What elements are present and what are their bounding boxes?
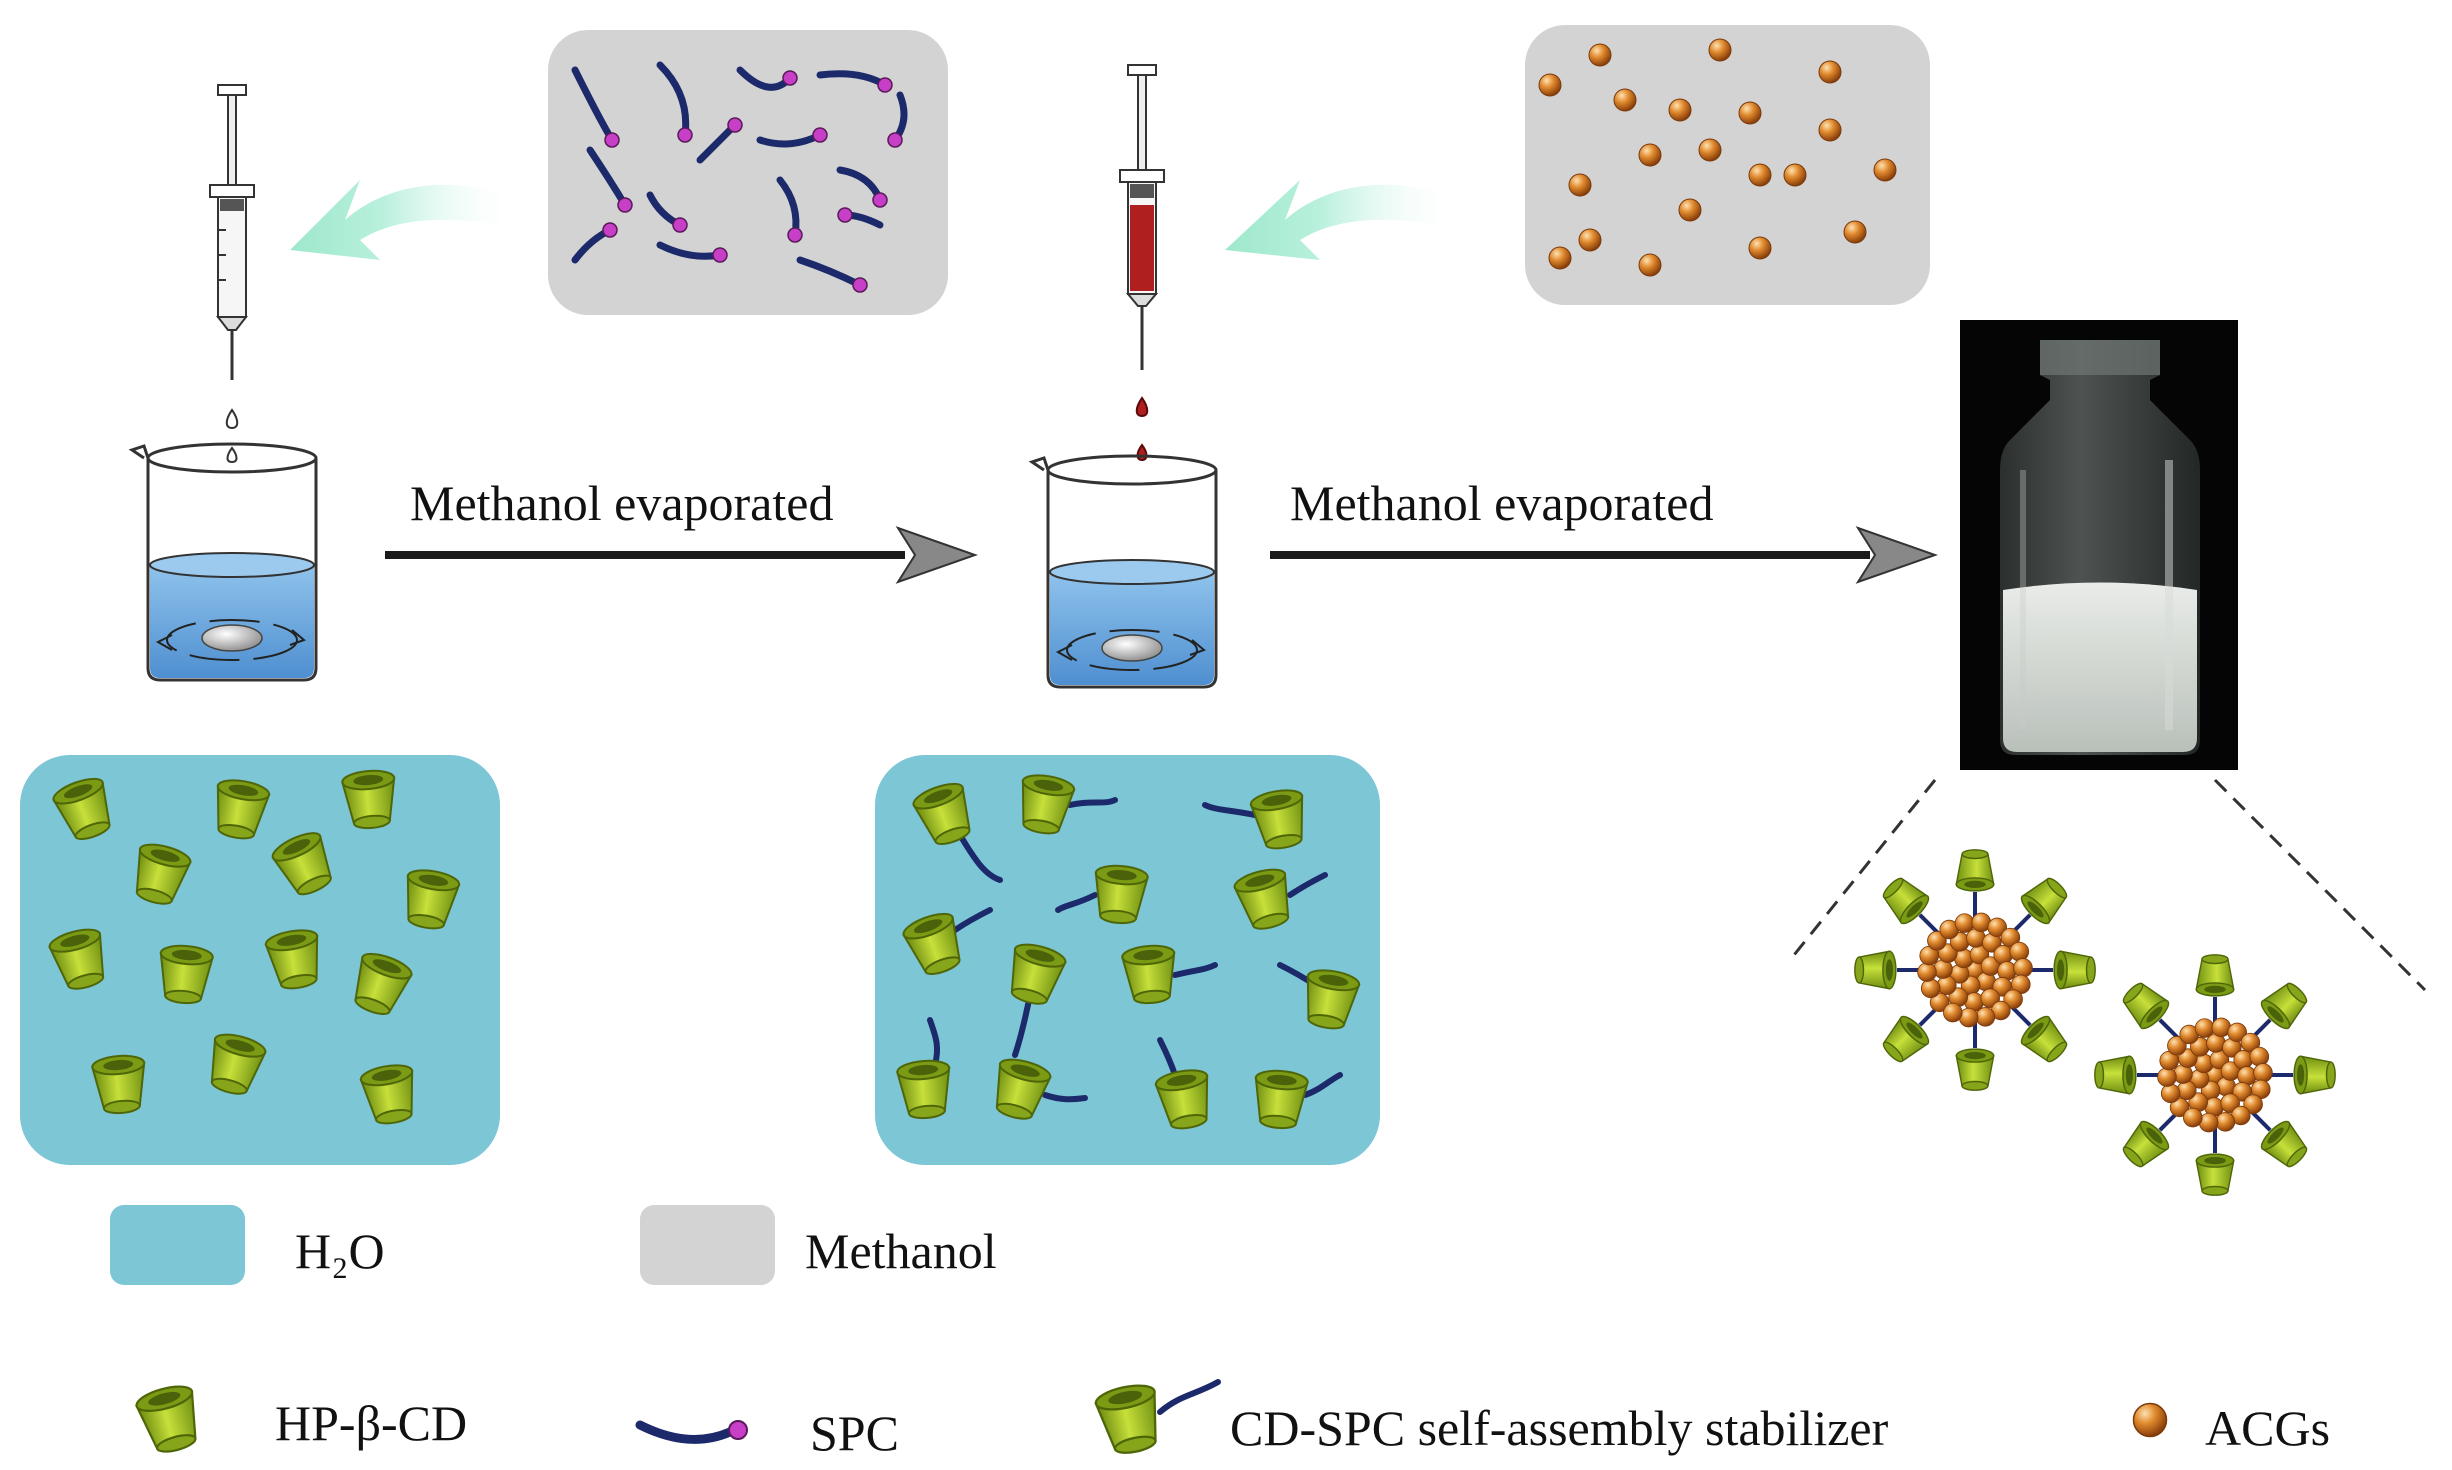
legend-methanol-swatch xyxy=(640,1205,775,1285)
nanoparticle-1 xyxy=(1854,849,2096,1091)
nanoparticle-2 xyxy=(2094,954,2336,1196)
legend-hpbcd-label: HP-β-CD xyxy=(275,1395,467,1451)
stabilizer-molecules xyxy=(895,770,1362,1134)
methanol-spc-box xyxy=(548,30,948,315)
vial-photo xyxy=(1960,320,2238,770)
methanol-acg-box xyxy=(1525,25,1930,305)
flow-arrow-1 xyxy=(290,180,520,260)
syringe-loaded xyxy=(1119,64,1165,462)
spc-molecules xyxy=(571,61,908,293)
legend-acg-icon xyxy=(2132,1402,2168,1438)
zoom-line-left xyxy=(1788,779,1937,961)
legend-stabilizer-label: CD-SPC self-assembly stabilizer xyxy=(1230,1400,1889,1456)
syringe-empty xyxy=(209,84,255,464)
flow-arrow-2 xyxy=(1225,180,1460,260)
legend-water-label: H₂O xyxy=(295,1223,385,1279)
legend-acg-label: ACGs xyxy=(2205,1400,2330,1456)
arrow-1-label: Methanol evaporated xyxy=(410,475,833,531)
legend-hpbcd-icon xyxy=(133,1380,207,1459)
process-arrow-1 xyxy=(385,526,979,584)
legend-water-swatch xyxy=(110,1205,245,1285)
legend-spc-icon xyxy=(635,1420,748,1444)
process-arrow-2 xyxy=(1270,526,1939,584)
arrow-2-label: Methanol evaporated xyxy=(1290,475,1713,531)
beaker-2 xyxy=(1028,454,1218,689)
legend-stabilizer-icon xyxy=(1092,1379,1221,1459)
beaker-1 xyxy=(128,442,318,682)
legend-spc-label: SPC xyxy=(810,1405,899,1461)
zoom-line-right xyxy=(2213,778,2427,992)
legend-methanol-label: Methanol xyxy=(805,1223,997,1279)
